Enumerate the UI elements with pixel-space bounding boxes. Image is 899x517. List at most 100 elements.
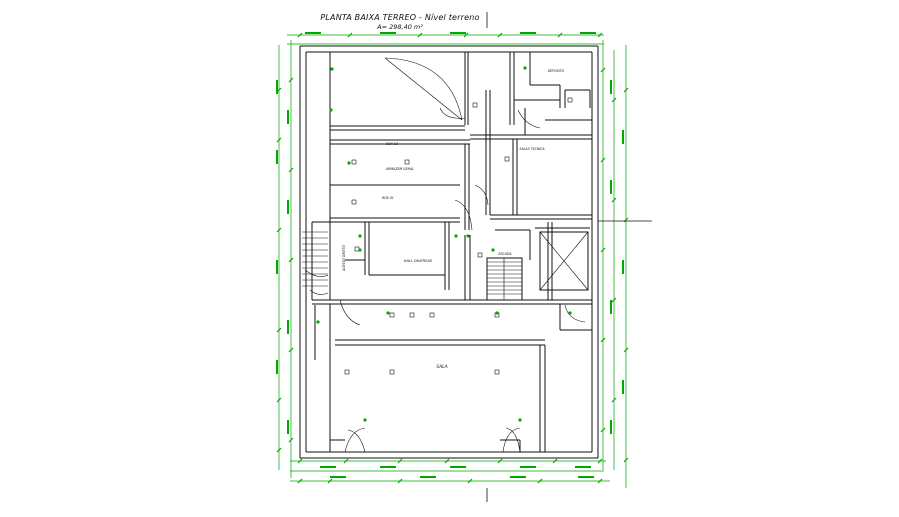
dimension-lines: [276, 32, 629, 488]
dimension-value: [622, 380, 624, 394]
dimension-tick: [288, 437, 294, 443]
level-marker: [316, 320, 320, 324]
dimension-tick: [537, 478, 543, 484]
dimension-tick: [597, 458, 603, 464]
column: [494, 369, 500, 375]
level-marker: [523, 66, 527, 70]
dimension-tick: [600, 67, 606, 73]
column: [389, 369, 395, 375]
level-marker: [363, 418, 367, 422]
dimension-tick: [397, 478, 403, 484]
dimension-value: [510, 476, 526, 478]
column: [504, 156, 510, 162]
room-label-box-01: BOX 01: [382, 196, 394, 200]
area-label: A= 298,40 m²: [377, 23, 423, 31]
door-swing: [517, 109, 541, 129]
door-swing: [502, 427, 521, 453]
dimension-tick: [288, 167, 294, 173]
dimension-value: [420, 476, 436, 478]
dimension-value: [520, 466, 536, 468]
dimension-tick: [343, 458, 349, 464]
level-marker: [568, 311, 572, 315]
door-swing: [474, 184, 489, 206]
dimension-tick: [467, 478, 473, 484]
dimension-tick: [463, 32, 469, 38]
door-swing: [439, 107, 466, 119]
column: [404, 159, 410, 165]
dimension-tick: [288, 77, 294, 83]
dimension-tick: [497, 32, 503, 38]
door-swing: [344, 427, 366, 453]
dimension-tick: [276, 137, 282, 143]
dimension-value: [276, 80, 278, 94]
level-marker: [347, 161, 351, 165]
dimension-tick: [623, 87, 629, 93]
stair-outline: [486, 257, 523, 301]
room-label-deposito: DEPOSITO: [548, 69, 565, 73]
dimension-tick: [417, 32, 423, 38]
column: [429, 312, 435, 318]
dimension-value: [287, 420, 289, 434]
room-label-acesso: ACESSO DIRETO: [342, 245, 346, 272]
dimension-tick: [611, 97, 617, 103]
level-marker: [358, 234, 362, 238]
dimension-value: [380, 466, 396, 468]
dimension-value: [276, 150, 278, 164]
dimension-value: [287, 200, 289, 214]
door-swing: [304, 269, 329, 277]
dimension-tick: [611, 197, 617, 203]
shaft-cross: [539, 231, 589, 291]
level-marker: [495, 311, 499, 315]
dimension-value: [580, 32, 596, 34]
dimension-value: [575, 466, 591, 468]
room-label-sala-tecnica: SALAS TECNICA: [519, 147, 544, 151]
level-marker: [330, 67, 334, 71]
level-marker: [358, 248, 362, 252]
column: [567, 97, 573, 103]
dimension-value: [610, 80, 612, 94]
dimension-tick: [623, 347, 629, 353]
dimension-tick: [497, 458, 503, 464]
dimension-tick: [600, 247, 606, 253]
door-swing: [454, 199, 473, 231]
dimension-tick: [557, 32, 563, 38]
dimension-tick: [288, 347, 294, 353]
door-swing: [505, 427, 521, 453]
level-marker: [454, 234, 458, 238]
dimension-tick: [597, 32, 603, 38]
dimension-value: [276, 260, 278, 274]
dimension-tick: [444, 458, 450, 464]
dimension-tick: [276, 397, 282, 403]
door-swing: [564, 304, 586, 323]
room-label-sala: SALA: [436, 364, 448, 370]
column: [409, 312, 415, 318]
door-swing: [384, 57, 463, 121]
room-label-box-02: BOX 02: [386, 142, 398, 146]
column: [351, 159, 357, 165]
walls: [299, 12, 652, 502]
dimension-tick: [623, 457, 629, 463]
door-swing: [339, 299, 361, 326]
dimension-value: [578, 476, 594, 478]
dimension-tick: [327, 478, 333, 484]
door-swing: [309, 289, 329, 295]
dimension-tick: [297, 32, 303, 38]
page-title: PLANTA BAIXA TERREO - Nível terreno: [320, 13, 480, 22]
level-marker: [386, 311, 390, 315]
dimension-value: [305, 32, 321, 34]
dimension-value: [450, 32, 466, 34]
dimension-tick: [397, 458, 403, 464]
shaft-outline: [539, 231, 589, 291]
dimension-value: [276, 360, 278, 374]
column: [354, 246, 360, 252]
door-leaf: [384, 57, 463, 121]
doors: [304, 57, 586, 453]
dimension-tick: [288, 257, 294, 263]
dimension-value: [520, 32, 536, 34]
column: [472, 102, 478, 108]
dimension-tick: [297, 458, 303, 464]
level-marker: [329, 108, 333, 112]
dimension-tick: [600, 157, 606, 163]
